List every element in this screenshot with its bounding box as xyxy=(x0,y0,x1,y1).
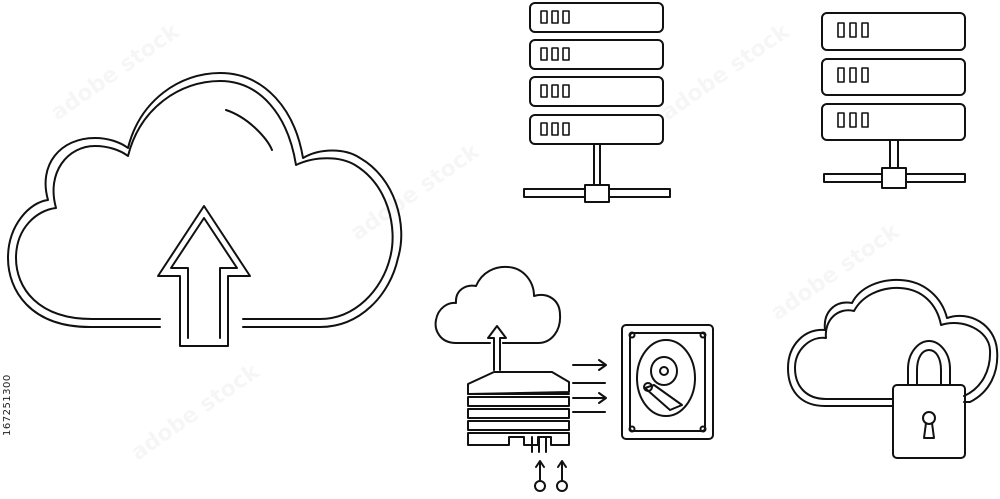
server-rack-icon xyxy=(821,12,966,189)
stock-image-id: 167251300 xyxy=(2,374,13,436)
server-rack-icon xyxy=(523,2,671,203)
cloud-lock-icon xyxy=(787,278,999,459)
hard-drive-icon xyxy=(621,324,714,440)
cloud-storage-backup-icon xyxy=(434,265,607,492)
cloud-upload-icon xyxy=(7,72,403,347)
